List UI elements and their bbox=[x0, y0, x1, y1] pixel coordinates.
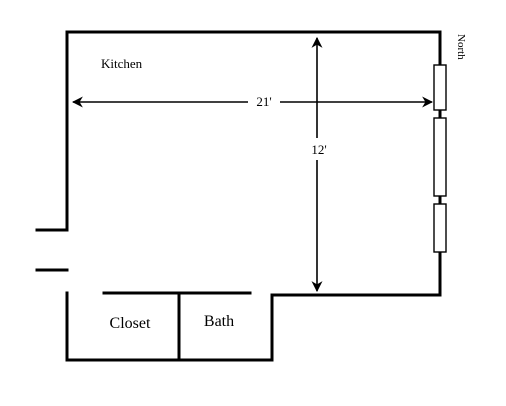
walls bbox=[35, 30, 442, 362]
north-label: North bbox=[455, 34, 467, 60]
dimension-lines bbox=[71, 36, 434, 293]
width-label: 21' bbox=[256, 94, 271, 109]
main-wall bbox=[65, 30, 442, 362]
closet-label: Closet bbox=[110, 315, 151, 332]
window-1 bbox=[433, 64, 447, 111]
kitchen-label: Kitchen bbox=[101, 56, 143, 71]
depth-label: 12' bbox=[311, 142, 326, 157]
bath-label: Bath bbox=[204, 313, 234, 330]
window-3 bbox=[433, 203, 447, 253]
windows bbox=[433, 64, 447, 253]
window-2 bbox=[433, 117, 447, 197]
